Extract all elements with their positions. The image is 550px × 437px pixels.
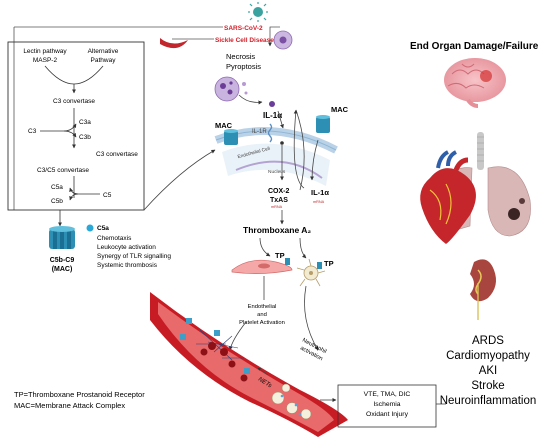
mrna-right-label: mRNA [313,200,325,204]
kidney-icon [470,259,496,320]
activation-endothelial-label: Endothelial [248,304,277,310]
condition-stroke: Stroke [471,380,504,392]
tp-right-receptor-icon [317,262,322,269]
il1r-label: IL-1R [252,129,267,135]
sickle-cell-icon [160,38,188,49]
condition-cardiomyopathy: Cardiomyopathy [446,350,530,362]
sars-cov2-virus-icon [248,2,268,22]
sars-cov2-label: SARS-CoV-2 [224,25,263,32]
outcome-ischemia: Ischemia [373,401,400,408]
nucleus-membrane [235,160,323,179]
mac-c5b-c9-label: C5b-C9 [50,257,75,264]
pyroptosis-label: Pyroptosis [226,62,261,71]
platelet-icon [296,258,326,287]
c5a-molecule-icon [86,224,94,232]
c5a-effects-label: C5a [97,225,109,232]
effect-tlr: Synergy of TLR signalling [97,253,171,260]
mac-pore-icon [49,226,75,249]
cox2-label: COX-2 [268,188,290,195]
c3a-label: C3a [79,119,91,126]
legend-mac: MAC=Membrane Attack Complex [14,401,125,410]
c5b-label: C5b [51,198,63,205]
c3-convertase-label: C3 convertase [53,98,95,105]
mrna-left-label: mRNA [271,205,283,209]
effect-thrombosis: Systemic thrombosis [97,262,158,269]
legend-tp: TP=Thromboxane Prostanoid Receptor [14,390,145,399]
heart-icon [420,150,476,244]
blood-vessel [150,292,348,437]
c5-label: C5 [103,192,112,199]
il1a-molecule-icon [269,101,275,107]
alternative-pathway-label: Pathway [91,57,117,64]
tp-left-receptor-icon [285,258,290,265]
lectin-masp2-label: MASP-2 [33,57,58,64]
c3c5-convertase-label: C3/C5 convertase [37,167,89,174]
il1a-bottom-label: IL-1α [311,188,329,197]
alternative-label: Alternative [88,48,119,55]
mac-endothelial-right-label: MAC [331,105,349,114]
outcome-oxidant: Oxidant Injury [366,411,409,418]
txas-label: TxAS [270,197,288,204]
sickle-cell-label: Sickle Cell Disease [215,37,274,44]
condition-aki: AKI [479,365,498,377]
tp-left-label: TP [275,251,285,260]
outcome-box [337,384,437,428]
c3-label: C3 [28,128,37,135]
mac-pore-endothelial-right-icon [316,115,330,133]
il1a-top-label: IL-1α [263,111,282,120]
condition-neuroinflammation: Neuroinflammation [440,395,537,407]
tp-right-label: TP [324,259,334,268]
dying-cell-icon [214,76,248,102]
condition-list: ARDS Cardiomyopathy AKI Stroke Neuroinfl… [440,335,537,407]
c3-convertase-2-label: C3 convertase [96,151,138,158]
c3b-label: C3b [79,134,91,141]
lectin-label: Lectin pathway [23,48,67,55]
necrosis-label: Necrosis [226,52,255,61]
nucleus-label: Nucleus [268,169,286,175]
mac-abbrev-label: (MAC) [52,266,73,273]
outcome-vte: VTE, TMA, DIC [364,391,411,398]
c5a-label: C5a [51,184,63,191]
activation-and-label: and [257,312,267,318]
effect-chemotaxis: Chemotaxis [97,235,132,242]
complement-pathway-box [7,41,145,211]
mac-pore-endothelial-left-icon [224,129,238,145]
activation-platelet-label: Platelet Activation [239,320,285,326]
il1r-receptor-icon [267,123,273,143]
endothelial-cytoplasm [222,143,330,186]
end-organ-title: End Organ Damage/Failure [410,41,539,52]
activated-cell-icon [273,30,293,50]
effect-leukocyte: Leukocyte activation [97,244,156,251]
brain-icon [444,58,506,108]
condition-ards: ARDS [472,335,504,347]
mac-endothelial-left-label: MAC [215,121,233,130]
thromboxane-label: Thromboxane A₂ [243,225,311,235]
